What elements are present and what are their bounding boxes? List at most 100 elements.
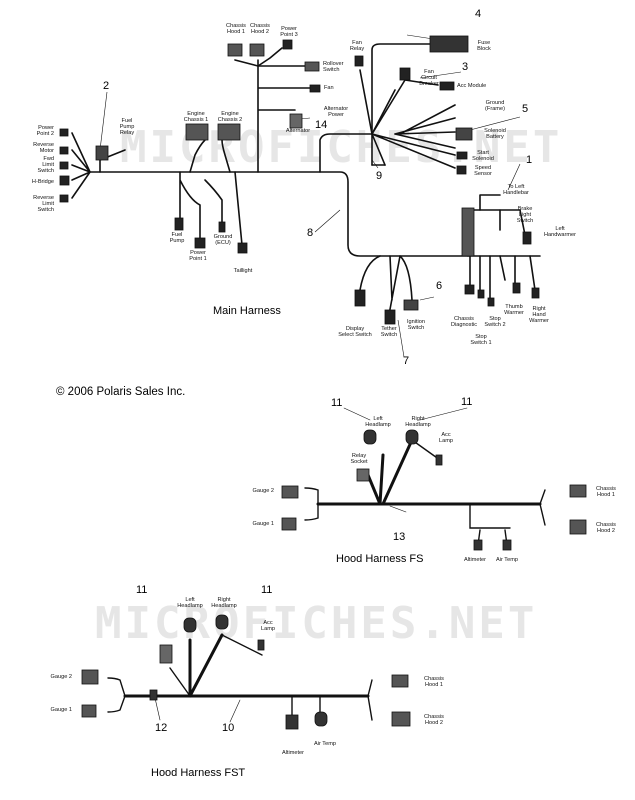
fuse-block-box <box>429 35 469 53</box>
fs-gauge-1-connector <box>281 517 297 531</box>
reverse-motor-connector <box>59 146 69 155</box>
tether-switch-connector <box>384 309 396 325</box>
fs-label-chassis-hood-2: Chassis Hood 2 <box>596 522 616 535</box>
brake-switch-block <box>461 207 475 257</box>
label-display-select-switch: Display Select Switch <box>338 326 372 339</box>
fst-callout-11-left: 11 <box>136 584 148 596</box>
fst-label-gauge-2: Gauge 2 <box>50 674 72 680</box>
fs-acc-lamp-connector <box>435 454 443 466</box>
callout-8: 8 <box>307 227 314 239</box>
label-taillight: Taillight <box>233 268 253 274</box>
fst-left-headlamp-connector <box>183 617 197 633</box>
fs-callout-11-left: 11 <box>331 397 343 409</box>
engine-chassis-1-connector <box>185 123 209 141</box>
fst-label-chassis-hood-2: Chassis Hood 2 <box>424 714 444 727</box>
label-reverse-limit-switch: Reverse Limit Switch <box>33 195 54 214</box>
ground-ecu-connector <box>218 221 226 233</box>
label-chassis-diagnostic: Chassis Diagnostic <box>450 316 478 329</box>
fs-air-temp-connector <box>502 539 512 551</box>
fs-label-air-temp: Air Temp <box>496 557 518 563</box>
engine-chassis-2-connector <box>217 123 241 141</box>
main-trunk-wire <box>89 171 469 257</box>
fst-acc-lamp-connector <box>257 639 265 651</box>
fst-label-right-headlamp: Right Headlamp <box>211 597 237 610</box>
copyright: © 2006 Polaris Sales Inc. <box>56 386 186 398</box>
label-speed-sensor: Speed Sensor <box>474 165 492 178</box>
fst-air-temp-connector <box>314 711 328 727</box>
fst-callout-10: 10 <box>222 722 235 734</box>
reverse-limit-connector <box>59 194 69 203</box>
label-alternator: Alternator <box>285 128 311 134</box>
watermark-bottom: MICROFICHES.NET <box>95 598 538 649</box>
fs-callout-11-right: 11 <box>461 396 473 408</box>
label-start-solenoid: Start Solenoid <box>472 150 494 163</box>
fst-label-altimeter: Altimeter <box>281 750 305 756</box>
start-solenoid-connector <box>456 151 468 160</box>
label-fwd-limit-switch: Fwd Limit Switch <box>37 156 54 175</box>
callout-3: 3 <box>462 61 469 73</box>
fan-connector <box>309 84 321 93</box>
label-solenoid-battery: Solenoid Battery <box>484 128 506 141</box>
power-point-1-connector <box>194 237 206 249</box>
main-harness-title: Main Harness <box>213 305 281 317</box>
label-fuel-pump-relay: Fuel Pump Relay <box>119 118 135 137</box>
label-power-point-2: Power Point 2 <box>36 125 54 138</box>
alternator-connector <box>289 113 303 129</box>
fst-chassis-hood-2-connector <box>391 711 411 727</box>
label-rollover-switch: Rollover Switch <box>323 61 344 74</box>
callout-4: 4 <box>475 8 482 20</box>
power-point-2-connector <box>59 128 69 137</box>
rollover-switch-connector <box>304 61 320 72</box>
fst-chassis-hood-1-connector <box>391 674 409 688</box>
label-ground-frame: Ground (Frame) <box>485 100 505 113</box>
fwd-limit-connector <box>59 161 69 170</box>
fs-label-gauge-1: Gauge 1 <box>252 521 274 527</box>
label-chassis-hood-1: Chassis Hood 1 <box>226 23 246 36</box>
label-brake-light-switch: Brake Light Switch <box>516 206 534 225</box>
speed-sensor-connector <box>456 165 467 175</box>
label-engine-chassis-2: Engine Chassis 2 <box>217 111 243 124</box>
fs-label-relay-socket: Relay Socket <box>350 453 368 466</box>
fuel-pump-connector <box>174 217 184 231</box>
fst-relay-socket <box>159 644 173 664</box>
fst-gauge-1-connector <box>81 704 97 718</box>
chassis-hood-1-connector <box>227 43 243 57</box>
fs-label-acc-lamp: Acc Lamp <box>439 432 453 445</box>
label-right-hand-warmer: Right Hand Warmer <box>529 306 549 325</box>
label-stop-switch-1: Stop Switch 1 <box>470 334 492 347</box>
solenoid-battery-connector <box>455 127 473 141</box>
hood-fst-title: Hood Harness FST <box>151 767 246 779</box>
label-fan: Fan <box>324 85 334 91</box>
label-fuel-pump: Fuel Pump <box>169 232 185 245</box>
fs-label-gauge-2: Gauge 2 <box>252 488 274 494</box>
hood-fs-title: Hood Harness FS <box>336 553 424 565</box>
fs-callout-13: 13 <box>393 531 406 543</box>
fst-label-left-headlamp: Left Headlamp <box>177 597 203 610</box>
fs-left-headlamp-connector <box>363 429 377 445</box>
callout-5: 5 <box>522 103 529 115</box>
ignition-switch-connector <box>403 299 419 311</box>
label-alternator-power: Alternator Power <box>323 106 349 119</box>
taillight-connector <box>237 242 248 254</box>
label-left-handwarmer: Left Handwarmer <box>543 226 577 239</box>
callout-9: 9 <box>376 170 383 182</box>
power-point-3-connector <box>282 39 293 50</box>
fs-gauge-2-connector <box>281 485 299 499</box>
label-ground-ecu: Ground (ECU) <box>213 234 233 247</box>
label-power-point-3: Power Point 3 <box>280 26 298 39</box>
fst-label-air-temp: Air Temp <box>314 741 336 747</box>
h-bridge-connector <box>59 175 70 186</box>
label-to-left-handlebar: To Left Handlebar <box>503 184 529 197</box>
chassis-diagnostic-connector <box>464 284 475 295</box>
label-stop-switch-2: Stop Switch 2 <box>484 316 506 329</box>
fs-label-chassis-hood-1: Chassis Hood 1 <box>596 486 616 499</box>
fs-chassis-hood-2-connector <box>569 519 587 535</box>
chassis-hood-2-connector <box>249 43 265 57</box>
callout-6: 6 <box>436 280 443 292</box>
left-handwarmer-connector <box>522 231 532 245</box>
label-thumb-warmer: Thumb Warmer <box>504 304 524 317</box>
label-h-bridge: H-Bridge <box>31 179 54 185</box>
fs-relay-socket <box>356 468 370 482</box>
